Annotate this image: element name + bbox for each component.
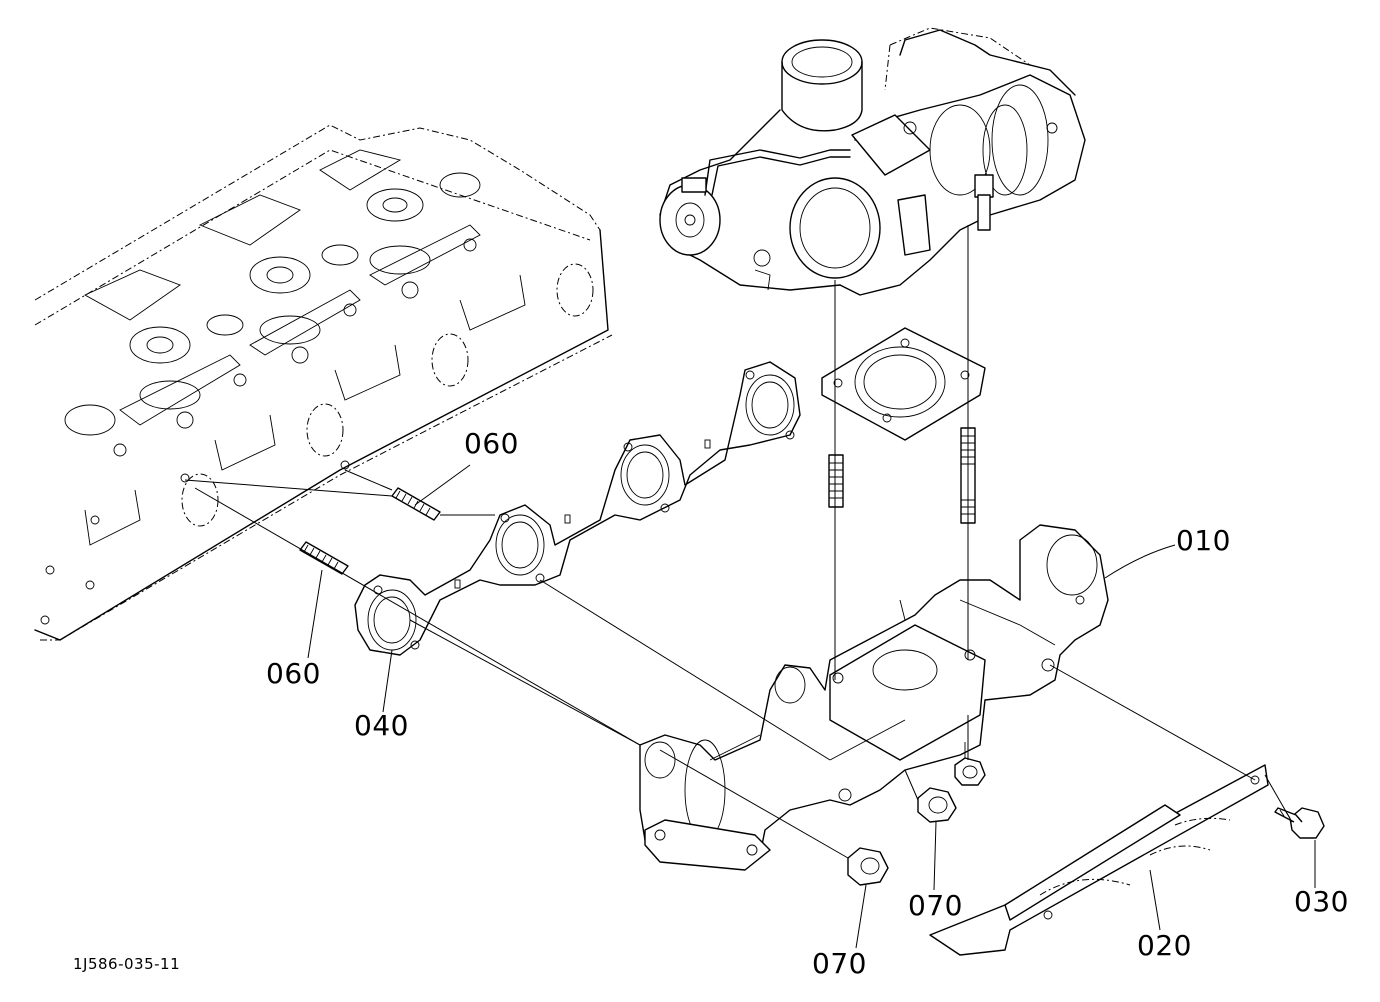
- nut-left: [847, 847, 889, 886]
- cylinder-head: [34, 124, 613, 641]
- callout-leaders: [307, 464, 1316, 949]
- nut-turbo: [954, 757, 986, 786]
- turbo-studs: [828, 427, 976, 524]
- alignment-lines: [184, 225, 1293, 859]
- callout-heat-shield: 020: [1137, 929, 1192, 962]
- bolt: [1274, 807, 1325, 839]
- manifold-gasket: [354, 361, 801, 656]
- callout-stud-upper: 060: [464, 427, 519, 460]
- callout-gasket: 040: [354, 709, 409, 742]
- heat-shield: [929, 764, 1269, 956]
- exhaust-manifold: [639, 524, 1109, 871]
- turbo-gasket: [821, 327, 986, 441]
- callout-nut-right: 070: [908, 889, 963, 922]
- nut-right: [917, 787, 957, 823]
- callout-stud-lower: 060: [266, 657, 321, 690]
- callout-bolt: 030: [1294, 885, 1349, 918]
- callout-manifold: 010: [1176, 524, 1231, 557]
- callout-nut-left: 070: [812, 947, 867, 980]
- turbocharger: [659, 27, 1086, 296]
- figure-code: 1J586-035-11: [73, 955, 181, 973]
